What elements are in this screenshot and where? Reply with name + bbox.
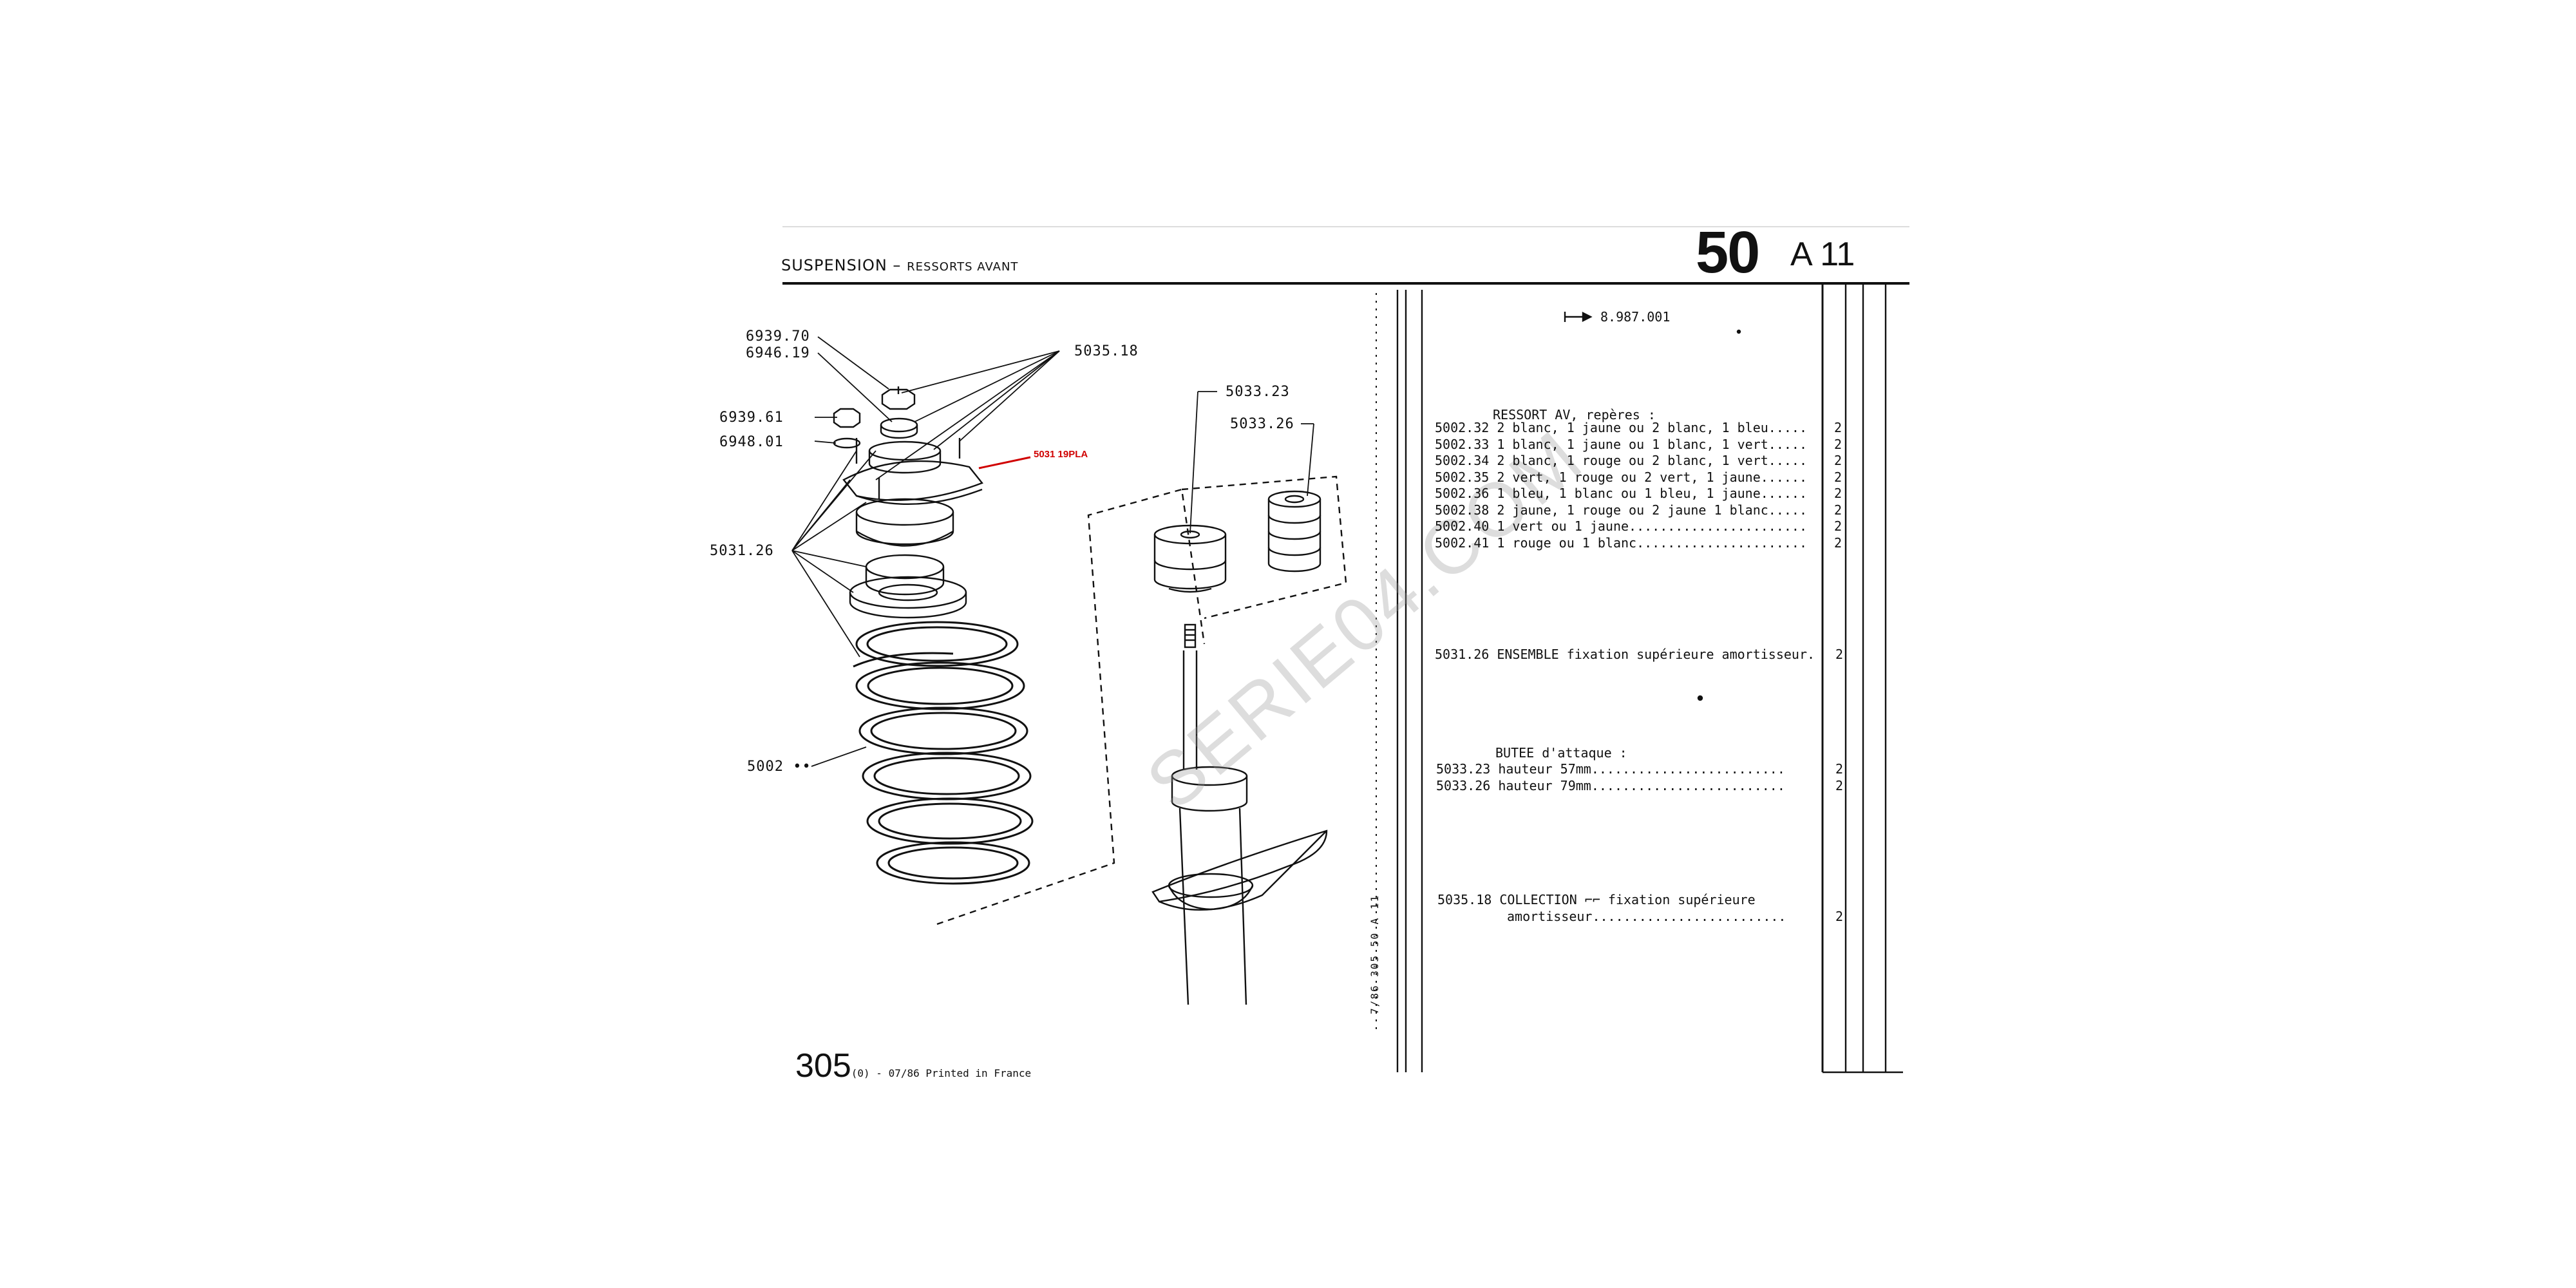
list-item: 5002.32 2 blanc, 1 jaune ou 2 blanc, 1 b…: [1435, 420, 1842, 437]
callout-6948-01: 6948.01: [719, 434, 784, 450]
collection-line-1: 5035.18 COLLECTION ⌐⌐ fixation supérieur…: [1437, 892, 1786, 909]
list-item: 5002.40 1 vert ou 1 jaune...............…: [1435, 518, 1842, 535]
part-desc: 1 bleu, 1 blanc ou 1 bleu, 1 jaune......: [1497, 486, 1807, 501]
shock-absorber: [1151, 623, 1328, 1005]
list-item: 5033.26 hauteur 79mm....................…: [1436, 777, 1843, 795]
footer-imprint: (0) - 07/86 Printed in France: [851, 1067, 1032, 1079]
part-ref: 5035.18: [1437, 892, 1492, 907]
part-desc: 2 jaune, 1 rouge ou 2 jaune 1 blanc.....: [1497, 502, 1807, 518]
part-ref: 5002.41: [1435, 535, 1490, 551]
part-desc: 2 blanc, 1 rouge ou 2 blanc, 1 vert.....: [1497, 453, 1807, 468]
page-title: SUSPENSION – RESSORTS AVANT: [781, 256, 1018, 274]
part-desc: COLLECTION ⌐⌐ fixation supérieure: [1499, 892, 1756, 907]
part-qty: 2: [1835, 647, 1844, 662]
part-ref: 5002.34: [1435, 453, 1490, 468]
part-qty: 2: [1835, 908, 1844, 924]
part-qty: 2: [1834, 518, 1842, 534]
serial-from: 8.987.001: [1600, 309, 1671, 325]
part-qty: 2: [1834, 502, 1842, 518]
part-qty: 2: [1834, 420, 1842, 435]
red-annotation-line: [978, 456, 1031, 469]
list-item: 5002.38 2 jaune, 1 rouge ou 2 jaune 1 bl…: [1435, 502, 1842, 519]
list-item: 5002.33 1 blanc, 1 jaune ou 1 blanc, 1 v…: [1435, 436, 1842, 453]
butee-list: 5033.23 hauteur 57mm....................…: [1436, 761, 1843, 795]
callout-5031-26: 5031.26: [710, 543, 774, 559]
part-ref: 5002.33: [1435, 436, 1490, 452]
bump-stop-79: [1267, 490, 1321, 573]
side-code: 7/86 305 50 A 11: [1368, 894, 1381, 1014]
part-desc: hauteur 79mm.........................: [1498, 777, 1785, 793]
ressort-heading: RESSORT AV, repères :: [1493, 407, 1656, 422]
section-title: SUSPENSION: [781, 256, 887, 274]
ressort-list: 5002.32 2 blanc, 1 jaune ou 2 blanc, 1 b…: [1435, 420, 1842, 552]
callout-6946-19: 6946.19: [746, 345, 810, 361]
part-ref: 5002.38: [1435, 502, 1490, 518]
part-qty: 2: [1834, 535, 1842, 551]
part-desc: 1 vert ou 1 jaune.......................: [1497, 518, 1807, 534]
part-ref: 5033.26: [1436, 777, 1491, 793]
callout-5035-18: 5035.18: [1074, 343, 1139, 359]
list-item: 5033.23 hauteur 57mm....................…: [1436, 761, 1843, 778]
butee-heading: BUTEE d'attaque :: [1495, 745, 1627, 761]
collection-row: 5035.18 COLLECTION ⌐⌐ fixation supérieur…: [1437, 892, 1843, 925]
group-number: 50: [1696, 220, 1760, 285]
part-qty: 2: [1834, 436, 1842, 452]
list-item: 5002.36 1 bleu, 1 blanc ou 1 bleu, 1 jau…: [1435, 486, 1842, 502]
part-ref: 5031.26: [1435, 647, 1490, 662]
part-ref: 5002.36: [1435, 486, 1490, 501]
section-subtitle: RESSORTS AVANT: [907, 260, 1019, 274]
red-annotation-label: 5031 19PLA: [1034, 449, 1088, 460]
part-desc: 1 blanc, 1 jaune ou 1 blanc, 1 vert.....: [1497, 436, 1807, 452]
callout-5033-23: 5033.23: [1226, 384, 1290, 400]
list-item: 5002.35 2 vert, 1 rouge ou 2 vert, 1 jau…: [1435, 469, 1842, 486]
part-desc: ENSEMBLE fixation supérieure amortisseur…: [1497, 647, 1815, 662]
ensemble-row: 5031.26 ENSEMBLE fixation supérieure amo…: [1435, 647, 1843, 663]
bump-stop-57: [1153, 524, 1227, 593]
part-desc: hauteur 57mm.........................: [1498, 761, 1785, 777]
part-qty: 2: [1834, 453, 1842, 468]
coil-spring: [853, 621, 1034, 885]
callout-6939-70: 6939.70: [746, 328, 810, 345]
part-ref: 5002.32: [1435, 420, 1490, 435]
part-qty: 2: [1835, 777, 1844, 793]
callout-5033-26: 5033.26: [1230, 416, 1294, 432]
top-nut: [881, 386, 916, 410]
part-desc: 1 rouge ou 1 blanc......................: [1497, 535, 1807, 551]
part-desc-cont: amortisseur.........................: [1507, 908, 1786, 924]
footer: 305(0) - 07/86 Printed in France: [795, 1046, 1031, 1085]
part-ref: 5033.23: [1436, 761, 1491, 777]
part-desc: 2 blanc, 1 jaune ou 2 blanc, 1 bleu.....: [1497, 420, 1807, 435]
part-desc: 2 vert, 1 rouge ou 2 vert, 1 jaune......: [1497, 469, 1807, 485]
title-separator: –: [893, 256, 902, 274]
part-ref: 5002.40: [1435, 518, 1490, 534]
footer-model: 305: [795, 1047, 851, 1084]
part-ref: 5002.35: [1435, 469, 1490, 485]
part-qty: 2: [1835, 761, 1844, 777]
callout-6939-61: 6939.61: [719, 410, 784, 426]
plate-number: A 11: [1790, 236, 1855, 273]
list-item: 5002.34 2 blanc, 1 rouge ou 2 blanc, 1 v…: [1435, 453, 1842, 469]
list-item: 5002.41 1 rouge ou 1 blanc..............…: [1435, 535, 1842, 552]
part-qty: 2: [1834, 469, 1842, 485]
part-qty: 2: [1834, 486, 1842, 501]
callout-5002: 5002 ••: [747, 759, 811, 775]
collection-line-2: amortisseur......................... 2: [1437, 908, 1843, 925]
leader-lines: [791, 336, 1314, 767]
